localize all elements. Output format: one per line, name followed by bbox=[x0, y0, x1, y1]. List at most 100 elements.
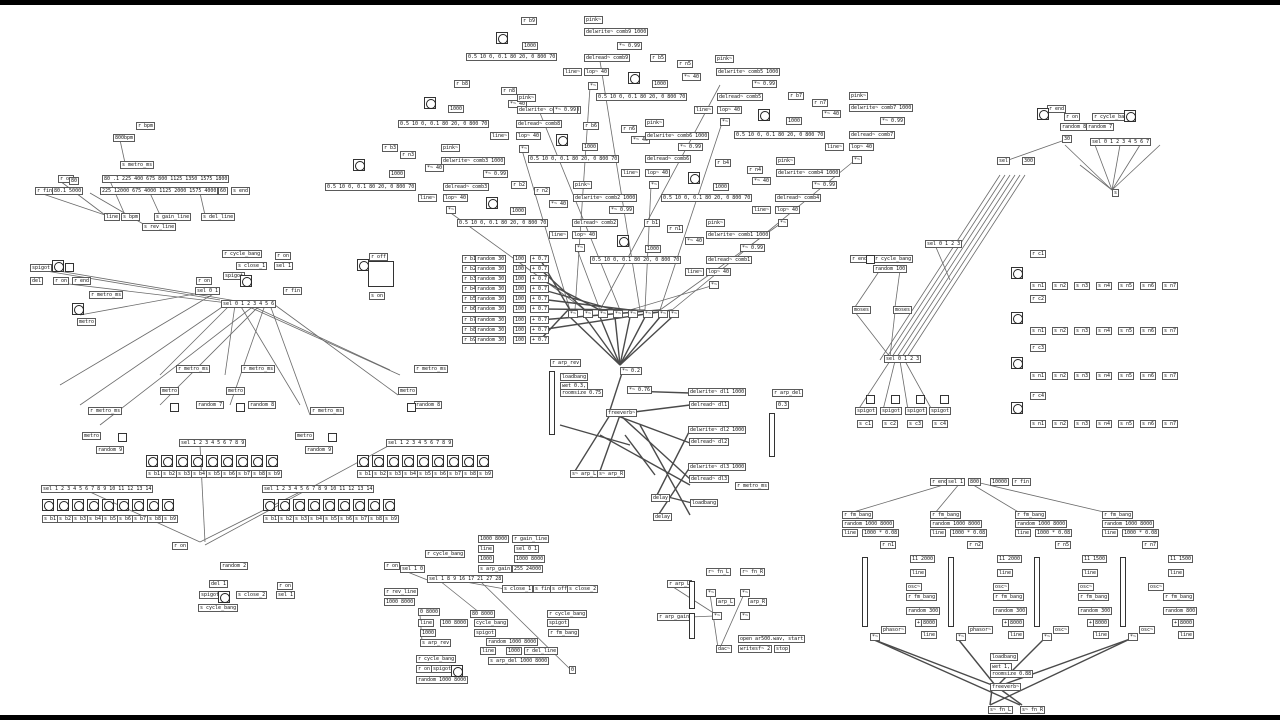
pd-object[interactable]: 1000 * 0.08 bbox=[1035, 529, 1073, 537]
toggle-metro-2[interactable] bbox=[236, 403, 245, 412]
bang-comb5[interactable] bbox=[628, 72, 640, 84]
pd-object[interactable]: + 0.7 bbox=[530, 285, 550, 293]
pd-object[interactable]: 100 bbox=[513, 265, 527, 273]
pd-object[interactable]: sel 1 2 3 4 5 6 7 8 9 bbox=[179, 439, 247, 447]
pd-object[interactable]: + 0.7 bbox=[530, 326, 550, 334]
pd-object[interactable]: s c4 bbox=[932, 420, 949, 428]
pd-object[interactable]: 11 2000 bbox=[997, 555, 1023, 563]
bang-step[interactable] bbox=[353, 499, 365, 511]
pd-object[interactable]: s~ arp_R bbox=[597, 470, 626, 478]
pd-object[interactable]: 255 24000 bbox=[512, 565, 544, 573]
pd-object[interactable]: pink~ bbox=[517, 94, 537, 102]
pd-object[interactable]: random 30 bbox=[475, 265, 507, 273]
pd-object[interactable]: *~ 40 bbox=[752, 177, 772, 185]
bang-step[interactable] bbox=[263, 499, 275, 511]
pd-object[interactable]: delwrite~ comb3 1000 bbox=[441, 157, 506, 165]
bang-step[interactable] bbox=[146, 455, 158, 467]
bang-step[interactable] bbox=[477, 455, 489, 467]
bang-step[interactable] bbox=[323, 499, 335, 511]
pd-object[interactable]: 0.5 10 0, 0.1 80 20, 0 800 70 bbox=[325, 183, 417, 191]
pd-object[interactable]: freeverb~ bbox=[606, 409, 638, 417]
pd-object[interactable]: s close_2 bbox=[567, 585, 599, 593]
pd-object[interactable]: *~ bbox=[575, 244, 586, 252]
bang-step[interactable] bbox=[206, 455, 218, 467]
pd-object[interactable]: r fm_bang bbox=[1015, 511, 1047, 519]
bang-step[interactable] bbox=[383, 499, 395, 511]
pd-object[interactable]: r~ fn_R bbox=[740, 568, 766, 576]
pd-object[interactable]: *~ 40 bbox=[549, 200, 569, 208]
pd-object[interactable]: r del_line bbox=[524, 647, 559, 655]
pd-object[interactable]: *~ bbox=[740, 589, 751, 597]
toggle-metro-4[interactable] bbox=[118, 433, 127, 442]
pd-object[interactable]: s bpm bbox=[121, 213, 141, 221]
bang-step[interactable] bbox=[266, 455, 278, 467]
pd-object[interactable]: sel 1 2 3 4 5 6 7 8 9 10 11 12 13 14 bbox=[41, 485, 154, 493]
bang-step[interactable] bbox=[236, 455, 248, 467]
pd-object[interactable]: *~ bbox=[870, 633, 881, 641]
pd-object[interactable]: delread~ comb6 bbox=[645, 155, 692, 163]
pd-object[interactable]: + 0.7 bbox=[530, 265, 550, 273]
pd-object[interactable]: s b9 bbox=[162, 515, 179, 523]
pd-object[interactable]: 100 8000 bbox=[440, 619, 469, 627]
pd-object[interactable]: line bbox=[478, 545, 495, 553]
pd-object[interactable]: + 0.7 bbox=[530, 255, 550, 263]
pd-object[interactable]: 0.5 10 0, 0.1 80 20, 0 800 70 bbox=[596, 93, 688, 101]
pd-object[interactable]: 11 1500 bbox=[1168, 555, 1194, 563]
pd-object[interactable]: 100 bbox=[513, 295, 527, 303]
pd-object[interactable]: line bbox=[480, 647, 497, 655]
pd-object[interactable]: s c2 bbox=[882, 420, 899, 428]
bang-step[interactable] bbox=[162, 499, 174, 511]
pd-object[interactable]: *~ bbox=[956, 633, 967, 641]
pd-object[interactable]: osc~ bbox=[906, 583, 923, 591]
pd-object[interactable]: r n2 bbox=[534, 187, 551, 195]
pd-object[interactable]: delwrite~ dl1 1000 bbox=[688, 388, 747, 396]
pd-object[interactable]: osc~ bbox=[1053, 626, 1070, 634]
pd-object[interactable]: spigot bbox=[431, 665, 454, 673]
pd-object[interactable]: delwrite~ dl3 1000 bbox=[688, 463, 747, 471]
pd-object[interactable]: s b6 bbox=[117, 515, 134, 523]
pd-object[interactable]: r b3 bbox=[382, 144, 399, 152]
pd-object[interactable]: *~ bbox=[583, 310, 594, 318]
pd-object[interactable]: r n7 bbox=[1142, 541, 1159, 549]
pd-object[interactable]: line bbox=[1015, 529, 1032, 537]
bang-step[interactable] bbox=[293, 499, 305, 511]
pd-object[interactable]: *~ 0.99 bbox=[617, 42, 643, 50]
bang-c4[interactable] bbox=[1011, 402, 1023, 414]
pd-object[interactable]: *~ 0.99 bbox=[812, 181, 838, 189]
pd-object[interactable]: s b3 bbox=[176, 470, 193, 478]
pd-object[interactable]: osc~ bbox=[1148, 583, 1165, 591]
pd-object[interactable]: cycle_bang bbox=[474, 619, 509, 627]
pd-object[interactable]: 100 bbox=[513, 275, 527, 283]
pd-object[interactable]: loadbang bbox=[690, 499, 719, 507]
pd-object[interactable]: *~ bbox=[712, 612, 723, 620]
pd-object[interactable]: random 300 bbox=[1078, 607, 1113, 615]
pd-object[interactable]: r fm_bang bbox=[842, 511, 874, 519]
bang-step[interactable] bbox=[251, 455, 263, 467]
pd-object[interactable]: sel 1 0 bbox=[400, 565, 426, 573]
pd-object[interactable]: line~ bbox=[549, 231, 569, 239]
pd-object[interactable]: arp_R bbox=[748, 598, 768, 606]
pd-object[interactable]: *~ 0.2 bbox=[620, 367, 643, 375]
slider-fm-4[interactable] bbox=[1120, 557, 1126, 627]
pd-object[interactable]: s arp_del 1000 8000 bbox=[488, 657, 550, 665]
bang-seq-a[interactable] bbox=[52, 260, 64, 272]
pd-object[interactable]: r metro_ms bbox=[735, 482, 770, 490]
pd-object[interactable]: r b5 bbox=[650, 54, 667, 62]
pd-object[interactable]: s n6 bbox=[1140, 282, 1157, 290]
pd-object[interactable]: 1000 bbox=[522, 42, 539, 50]
pd-object[interactable]: sel 0 1 bbox=[514, 545, 540, 553]
pd-object[interactable]: 0.5 10 0, 0.1 80 20, 0 800 70 bbox=[466, 53, 558, 61]
pd-object[interactable]: s c1 bbox=[857, 420, 874, 428]
pd-object[interactable]: r c3 bbox=[1030, 344, 1047, 352]
pd-object[interactable]: random 30 bbox=[475, 336, 507, 344]
pd-object[interactable]: s n4 bbox=[1096, 282, 1113, 290]
pd-object[interactable]: s n6 bbox=[1140, 420, 1157, 428]
slider-arp-del[interactable] bbox=[769, 413, 775, 457]
pd-object[interactable]: r n4 bbox=[747, 166, 764, 174]
pd-object[interactable]: r cycle_bang bbox=[416, 655, 457, 663]
pd-object[interactable]: metro bbox=[82, 432, 102, 440]
pd-object[interactable]: *~ 40 bbox=[685, 237, 705, 245]
pd-object[interactable]: r n6 bbox=[621, 125, 638, 133]
pd-object[interactable]: delread~ comb7 bbox=[849, 131, 896, 139]
pd-object[interactable]: *~ 0.99 bbox=[740, 244, 766, 252]
